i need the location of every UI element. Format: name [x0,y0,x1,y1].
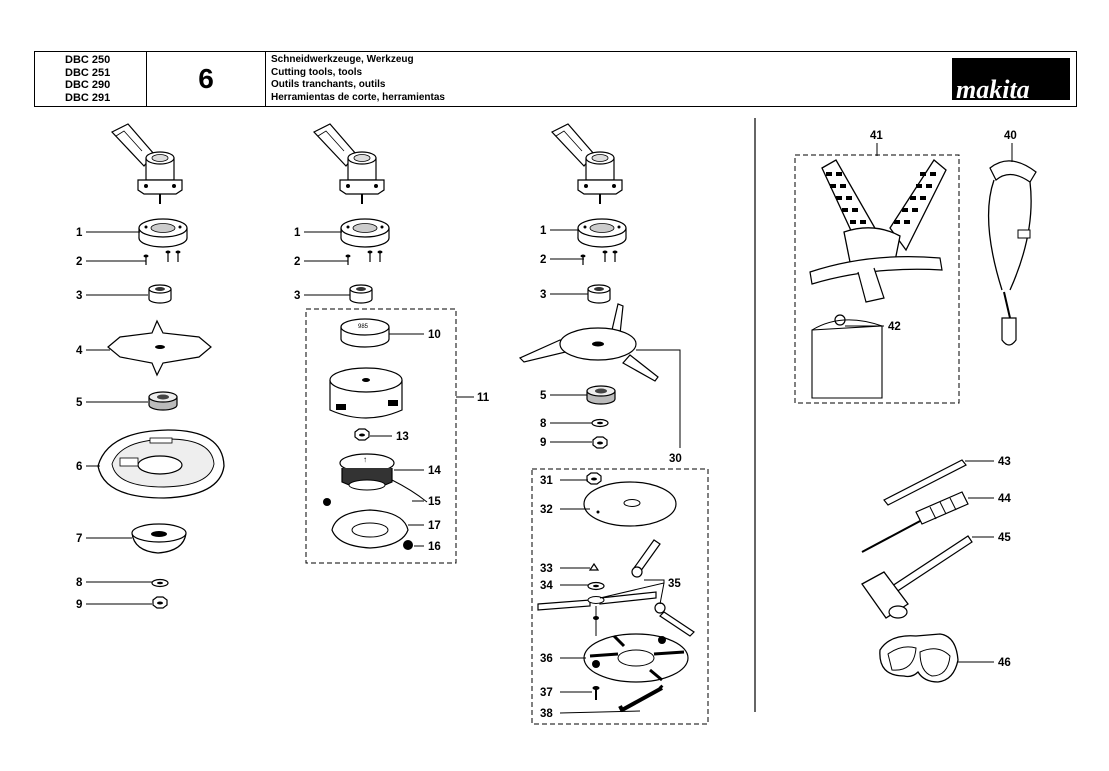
callout-5: 5 [76,397,83,409]
callout-5: 5 [540,390,547,402]
callout-45: 45 [998,532,1011,544]
callout-7: 7 [76,533,82,545]
logo-text: makita [956,75,1030,102]
spool-base [323,498,413,550]
blade-4-tooth [107,319,212,377]
callout-41: 41 [870,130,883,142]
callout-2: 2 [76,256,82,268]
dashed-group-30 [531,468,709,725]
callout-labels: 1 2 3 4 5 6 7 8 9 1 2 3 10 11 13 14 15 1… [76,130,1017,720]
callout-2: 2 [540,254,546,266]
callout-1: 1 [540,225,547,237]
callout-9: 9 [540,437,546,449]
callout-6: 6 [76,461,82,473]
callout-16: 16 [428,541,441,553]
callout-4: 4 [76,345,83,357]
callout-34: 34 [540,580,553,592]
makita-logo: makita [952,58,1070,102]
callout-17: 17 [428,520,441,532]
guard [97,429,225,499]
spool-housing [329,367,403,419]
model-list: DBC 250 DBC 251 DBC 290 DBC 291 [35,52,147,106]
header-table: DBC 250 DBC 251 DBC 290 DBC 291 6 Schnei… [34,51,1077,107]
title-de: Schneidwerkzeuge, Werkzeug [271,54,414,65]
callout-8: 8 [540,418,547,430]
blade-3-prong [518,303,659,382]
callout-14: 14 [428,465,441,477]
hex-key [618,684,664,712]
assembly-column-2: 985 ↑ [305,123,457,564]
swing-blades [537,539,695,637]
screwdriver-44 [861,491,969,553]
cup [131,523,187,554]
callout-3: 3 [540,289,546,301]
dashed-group-11 [305,308,457,564]
shoulder-strap [987,160,1037,346]
disc-plate [583,481,677,527]
callout-3: 3 [294,290,300,302]
callout-8: 8 [76,577,83,589]
callout-43: 43 [998,456,1011,468]
title-es: Herramientas de corte, herramientas [271,91,445,103]
title-en: Cutting tools, tools [271,66,363,78]
callout-46: 46 [998,657,1011,669]
spool: ↑ [339,453,428,503]
callout-35: 35 [668,578,681,590]
callout-32: 32 [540,504,553,516]
model-item: DBC 291 [65,91,111,104]
callout-11: 11 [477,392,490,404]
page-number: 6 [147,52,266,106]
leader-lines [86,143,1013,714]
callout-9: 9 [76,599,82,611]
screw-37 [592,686,600,700]
spool-cap: 985 [340,318,390,348]
socket-wrench-45 [861,535,973,619]
safety-goggles-46 [879,633,959,683]
spool-arrow: ↑ [363,455,367,464]
callout-42: 42 [888,321,901,333]
tool-rod-43 [883,459,967,506]
callout-3: 3 [76,290,82,302]
callout-2: 2 [294,256,300,268]
callout-36: 36 [540,653,553,665]
callout-31: 31 [540,475,553,487]
callout-40: 40 [1004,130,1017,142]
model-item: DBC 290 [65,79,111,91]
callout-1: 1 [76,227,83,239]
callout-33: 33 [540,563,553,575]
model-item: DBC 251 [65,66,111,79]
model-item: DBC 250 [65,54,111,66]
callout-10: 10 [428,329,441,341]
title-fr: Outils tranchants, outils [271,79,386,90]
assembly-column-3 [518,123,709,725]
callout-13: 13 [396,431,409,443]
callout-15: 15 [428,496,441,508]
spool-marking: 985 [358,324,369,330]
callout-1: 1 [294,227,301,239]
callout-37: 37 [540,687,553,699]
callout-38: 38 [540,708,553,720]
callout-44: 44 [998,493,1011,505]
blade-carrier [583,633,689,683]
callout-30: 30 [669,453,682,465]
assembly-column-1 [97,123,225,609]
section-titles: Schneidwerkzeuge, Werkzeug Cutting tools… [271,54,445,104]
harness [794,154,960,404]
